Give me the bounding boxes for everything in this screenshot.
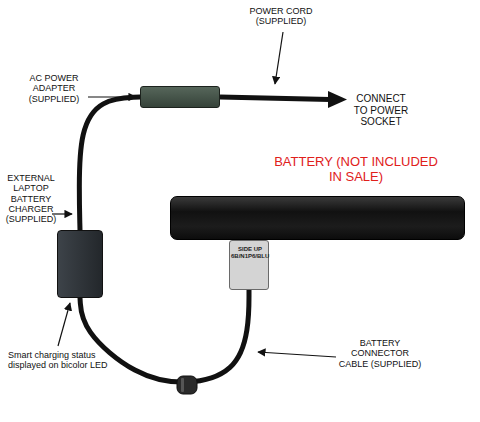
charger-unit: EXTERNAL LAPTOP BATTERY CHARGER (SUPPLIE…: [57, 230, 103, 298]
callout-label: CONNECT TO POWER SOCKET: [350, 93, 412, 128]
leader-arrow: [58, 303, 70, 346]
leader-arrow: [275, 32, 283, 84]
part-label: AC POWER ADAPTER (SUPPLIED): [23, 73, 85, 104]
ferrite-highlight: [181, 378, 184, 392]
cable: [79, 97, 140, 230]
part-label: EXTERNAL LAPTOP BATTERY CHARGER (SUPPLIE…: [4, 173, 58, 225]
connector-marking: SIDE UP 6B/N1P6/BLU: [231, 246, 269, 260]
power-adapter: AC POWER ADAPTER (SUPPLIED): [140, 86, 220, 108]
power-cord: [220, 97, 330, 100]
connector-plug: SIDE UP 6B/N1P6/BLU: [229, 240, 269, 290]
battery-heading: BATTERY (NOT INCLUDED IN SALE): [266, 155, 446, 185]
callout-label: POWER CORD (SUPPLIED): [240, 6, 322, 27]
leader-arrow: [258, 352, 336, 357]
battery-pack: BATTERY (NOT INCLUDED IN SALE): [170, 196, 465, 240]
ferrite-bead: [177, 376, 197, 394]
note-text: Smart charging status displayed on bicol…: [8, 350, 110, 371]
callout-label: BATTERY CONNECTOR CABLE (SUPPLIED): [338, 338, 422, 369]
cord-arrowhead: [328, 91, 347, 108]
